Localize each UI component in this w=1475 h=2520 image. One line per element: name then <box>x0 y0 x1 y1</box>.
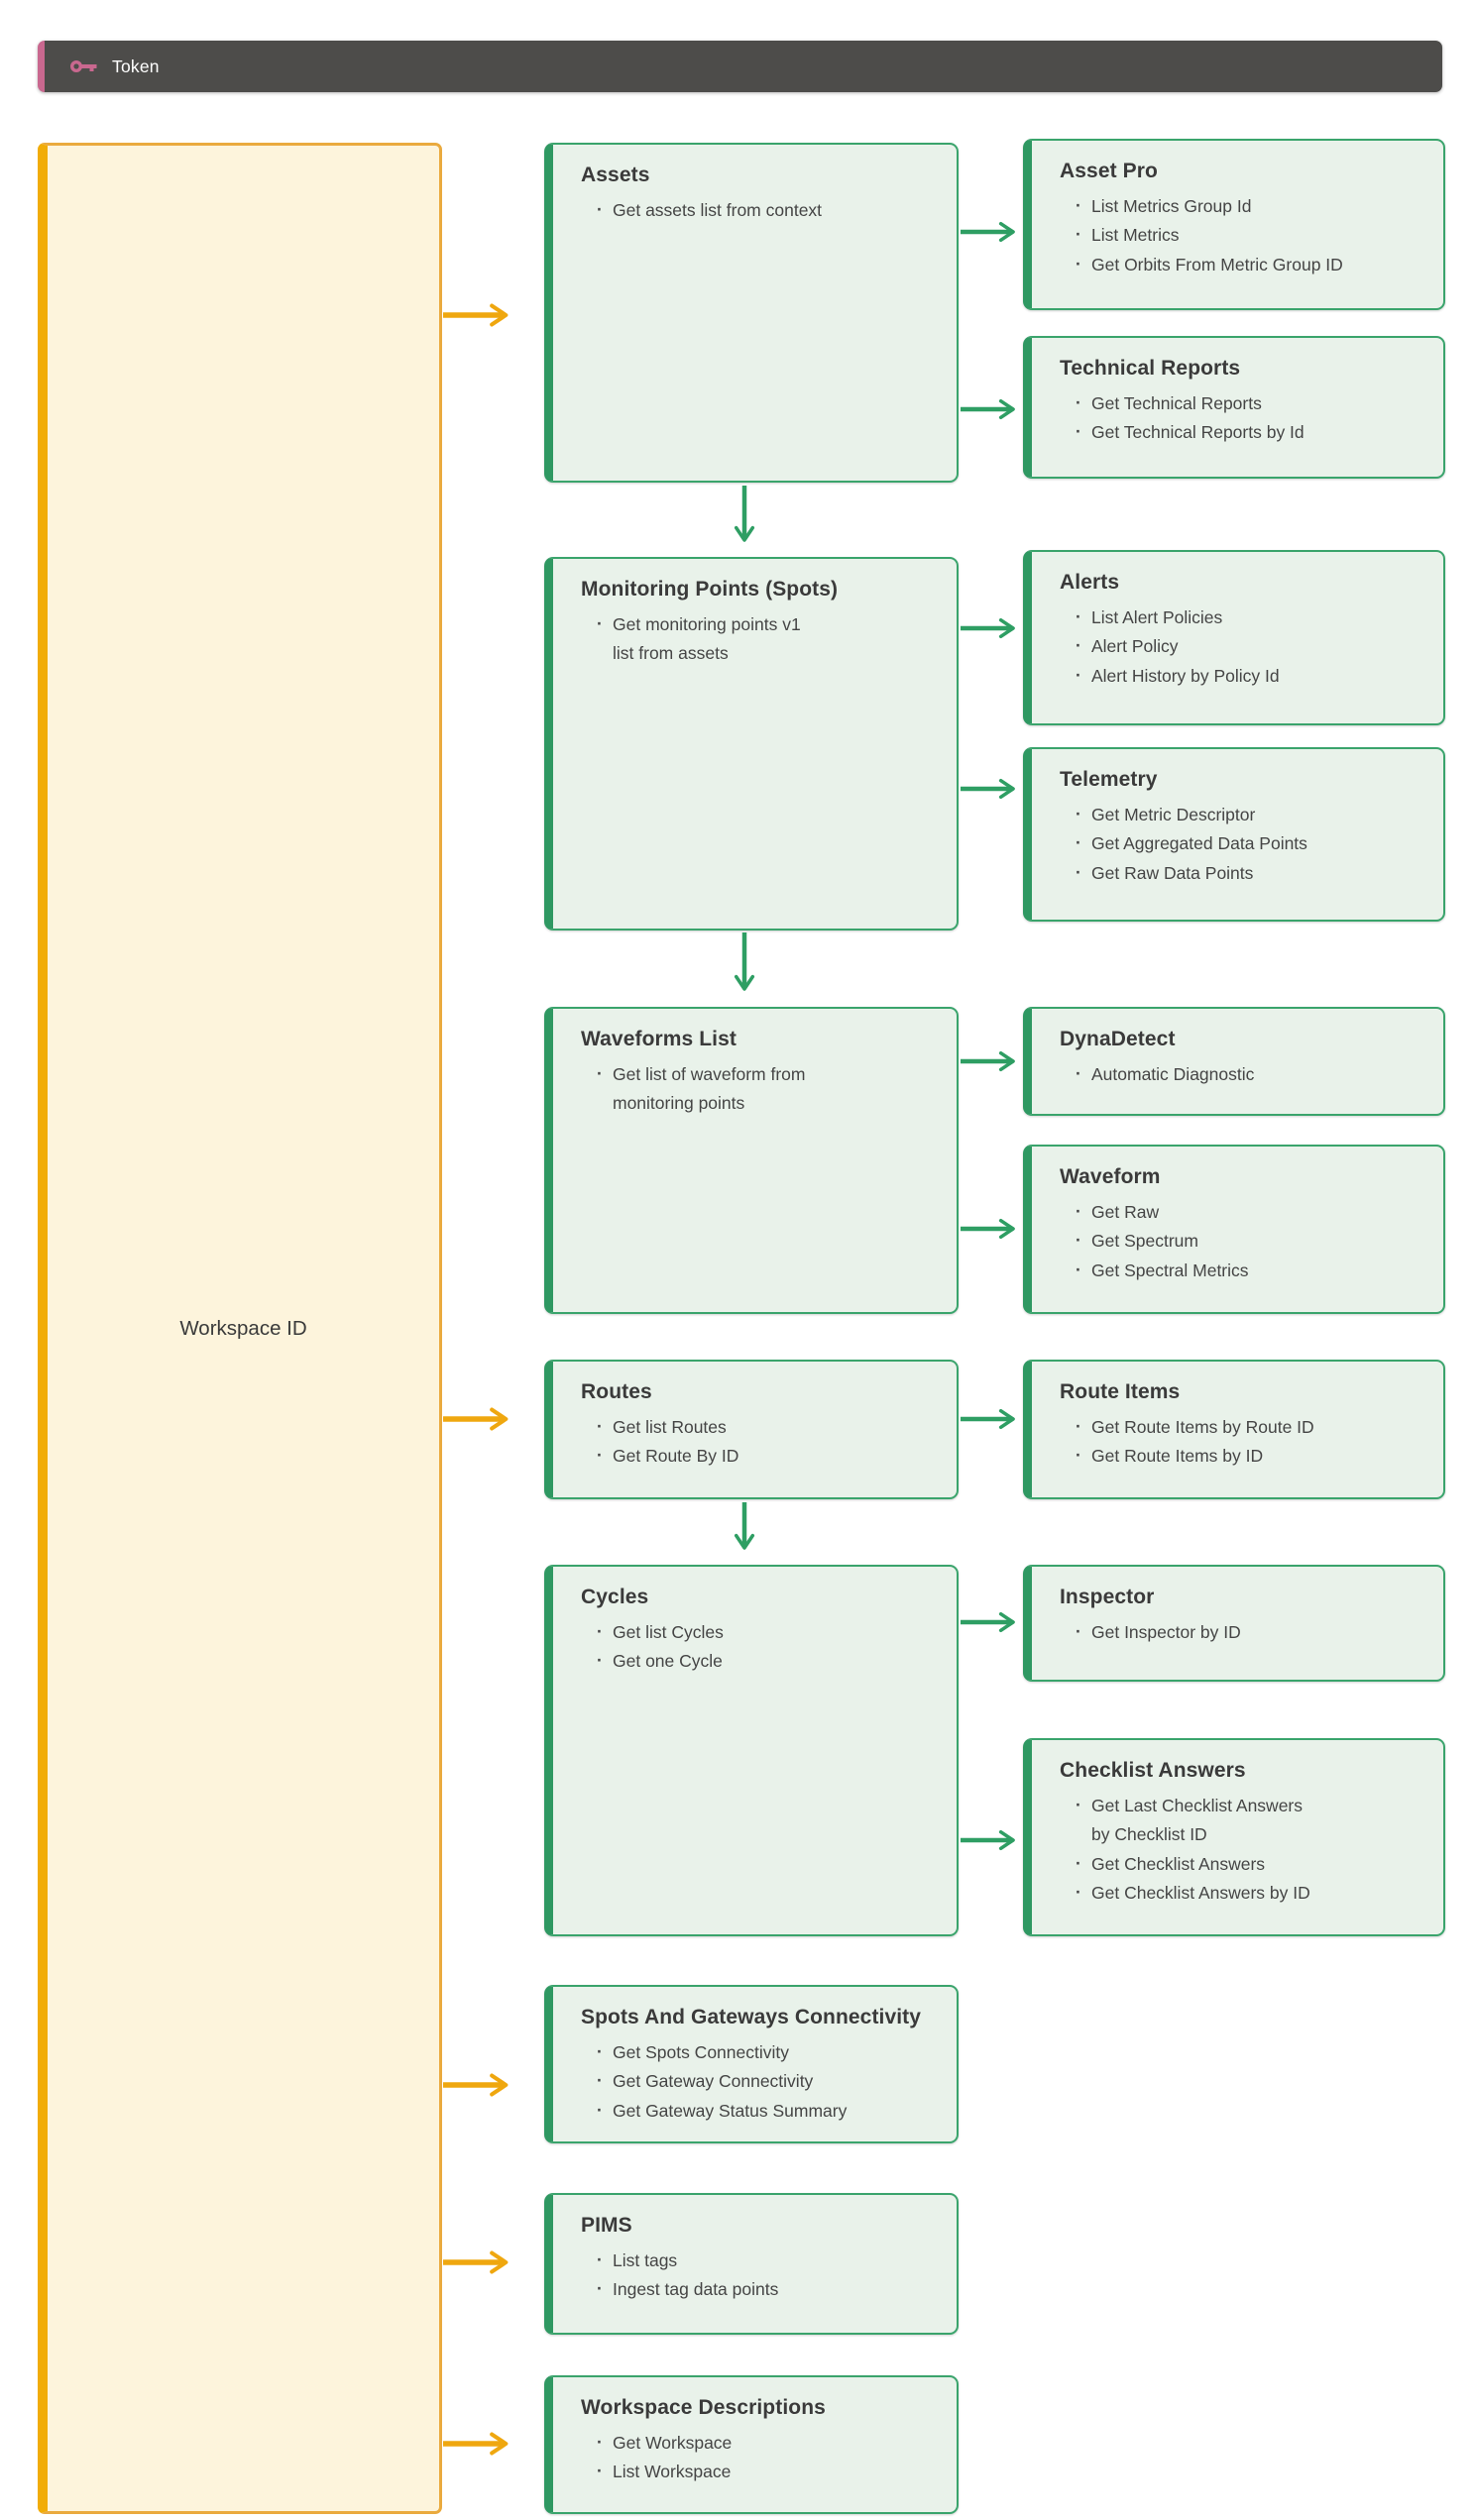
card-waveforms-list: Waveforms List Get list of waveform from… <box>544 1007 959 1314</box>
key-icon <box>70 58 97 74</box>
card-title: Waveforms List <box>581 1028 737 1050</box>
card-title: Asset Pro <box>1060 160 1158 182</box>
endpoint-item: Get Raw Data Points <box>1074 858 1427 888</box>
endpoint-item: Get Workspace <box>595 2428 941 2458</box>
endpoint-item: Get Technical Reports <box>1074 388 1427 418</box>
endpoint-list: Get Workspace List Workspace <box>581 2428 941 2487</box>
card-checklist-answers: Checklist Answers Get Last Checklist Ans… <box>1023 1738 1445 1936</box>
endpoint-item: Get Inspector by ID <box>1074 1617 1427 1647</box>
endpoint-list: Get Inspector by ID <box>1060 1617 1427 1647</box>
card-title: Monitoring Points (Spots) <box>581 578 839 601</box>
endpoint-list: List tags Ingest tag data points <box>581 2246 941 2305</box>
endpoint-item: Get Checklist Answers by ID <box>1074 1878 1427 1908</box>
endpoint-list: Get Technical Reports Get Technical Repo… <box>1060 388 1427 448</box>
endpoint-item: Get list Cycles <box>595 1617 941 1647</box>
card-title: Route Items <box>1060 1380 1181 1403</box>
card-title: Checklist Answers <box>1060 1759 1246 1782</box>
card-alerts: Alerts List Alert Policies Alert Policy … <box>1023 550 1445 725</box>
endpoint-item: Get Orbits From Metric Group ID <box>1074 250 1427 279</box>
card-telemetry: Telemetry Get Metric Descriptor Get Aggr… <box>1023 747 1445 922</box>
endpoint-list: Get Raw Get Spectrum Get Spectral Metric… <box>1060 1197 1427 1285</box>
card-title: PIMS <box>581 2214 632 2237</box>
endpoint-item: List Metrics Group Id <box>1074 191 1427 221</box>
endpoint-item: Get Route By ID <box>595 1441 941 1471</box>
endpoint-item: Alert History by Policy Id <box>1074 661 1427 691</box>
card-title: Inspector <box>1060 1586 1155 1608</box>
endpoint-list: List Alert Policies Alert Policy Alert H… <box>1060 603 1427 691</box>
token-header-bar: Token <box>38 41 1442 92</box>
card-routes: Routes Get list Routes Get Route By ID <box>544 1360 959 1499</box>
card-title: Assets <box>581 164 650 186</box>
card-dynadetect: DynaDetect Automatic Diagnostic <box>1023 1007 1445 1116</box>
endpoint-item: Get Gateway Status Summary <box>595 2096 941 2126</box>
endpoint-item: Get one Cycle <box>595 1646 941 1676</box>
endpoint-item: Get assets list from context <box>595 195 941 225</box>
card-pims: PIMS List tags Ingest tag data points <box>544 2193 959 2335</box>
endpoint-item: Get Route Items by Route ID <box>1074 1412 1427 1442</box>
card-title: Cycles <box>581 1586 649 1608</box>
endpoint-item: Get Route Items by ID <box>1074 1441 1427 1471</box>
endpoint-list: Get list Cycles Get one Cycle <box>581 1617 941 1677</box>
endpoint-list: Get list Routes Get Route By ID <box>581 1412 941 1472</box>
endpoint-item: Alert Policy <box>1074 631 1427 661</box>
card-assets: Assets Get assets list from context <box>544 143 959 483</box>
endpoint-item: Get Metric Descriptor <box>1074 800 1427 829</box>
card-title: DynaDetect <box>1060 1028 1176 1050</box>
endpoint-item: Get Spots Connectivity <box>595 2037 941 2067</box>
endpoint-list: Get list of waveform from monitoring poi… <box>581 1059 941 1119</box>
endpoint-item: Get Last Checklist Answers by Checklist … <box>1074 1791 1427 1850</box>
card-workspace-descriptions: Workspace Descriptions Get Workspace Lis… <box>544 2375 959 2514</box>
endpoint-item: Get list Routes <box>595 1412 941 1442</box>
endpoint-item: Get Raw <box>1074 1197 1427 1227</box>
endpoint-item: Get monitoring points v1 list from asset… <box>595 609 941 669</box>
endpoint-list: Get assets list from context <box>581 195 941 225</box>
card-title: Spots And Gateways Connectivity <box>581 2006 922 2028</box>
card-monitoring-points: Monitoring Points (Spots) Get monitoring… <box>544 557 959 931</box>
card-spots-gateways-connectivity: Spots And Gateways Connectivity Get Spot… <box>544 1985 959 2143</box>
card-waveform: Waveform Get Raw Get Spectrum Get Spectr… <box>1023 1145 1445 1314</box>
endpoint-item: Get Spectral Metrics <box>1074 1256 1427 1285</box>
endpoint-list: Get Spots Connectivity Get Gateway Conne… <box>581 2037 941 2126</box>
endpoint-item: Get Checklist Answers <box>1074 1849 1427 1879</box>
card-title: Workspace Descriptions <box>581 2396 826 2419</box>
card-cycles: Cycles Get list Cycles Get one Cycle <box>544 1565 959 1936</box>
endpoint-list: Get Route Items by Route ID Get Route It… <box>1060 1412 1427 1472</box>
card-asset-pro: Asset Pro List Metrics Group Id List Met… <box>1023 139 1445 310</box>
token-title: Token <box>112 55 160 76</box>
endpoint-item: Get Aggregated Data Points <box>1074 828 1427 858</box>
endpoint-list: Automatic Diagnostic <box>1060 1059 1427 1089</box>
card-route-items: Route Items Get Route Items by Route ID … <box>1023 1360 1445 1499</box>
card-title: Technical Reports <box>1060 357 1241 380</box>
endpoint-list: List Metrics Group Id List Metrics Get O… <box>1060 191 1427 279</box>
endpoint-item: List tags <box>595 2246 941 2275</box>
card-title: Waveform <box>1060 1165 1161 1188</box>
card-title: Telemetry <box>1060 768 1158 791</box>
endpoint-item: Ingest tag data points <box>595 2274 941 2304</box>
endpoint-item: Get Technical Reports by Id <box>1074 417 1427 447</box>
workspace-id-label: Workspace ID <box>179 1316 307 1340</box>
card-title: Alerts <box>1060 571 1120 594</box>
card-inspector: Inspector Get Inspector by ID <box>1023 1565 1445 1682</box>
card-title: Routes <box>581 1380 652 1403</box>
endpoint-list: Get monitoring points v1 list from asset… <box>581 609 941 669</box>
endpoint-item: Get list of waveform from monitoring poi… <box>595 1059 941 1119</box>
endpoint-list: Get Metric Descriptor Get Aggregated Dat… <box>1060 800 1427 888</box>
endpoint-item: Automatic Diagnostic <box>1074 1059 1427 1089</box>
endpoint-item: List Alert Policies <box>1074 603 1427 632</box>
endpoint-item: List Workspace <box>595 2457 941 2486</box>
endpoint-list: Get Last Checklist Answers by Checklist … <box>1060 1791 1427 1909</box>
workspace-id-box: Workspace ID <box>38 143 442 2514</box>
endpoint-item: Get Spectrum <box>1074 1226 1427 1256</box>
endpoint-item: List Metrics <box>1074 220 1427 250</box>
endpoint-item: Get Gateway Connectivity <box>595 2066 941 2096</box>
card-technical-reports: Technical Reports Get Technical Reports … <box>1023 336 1445 479</box>
